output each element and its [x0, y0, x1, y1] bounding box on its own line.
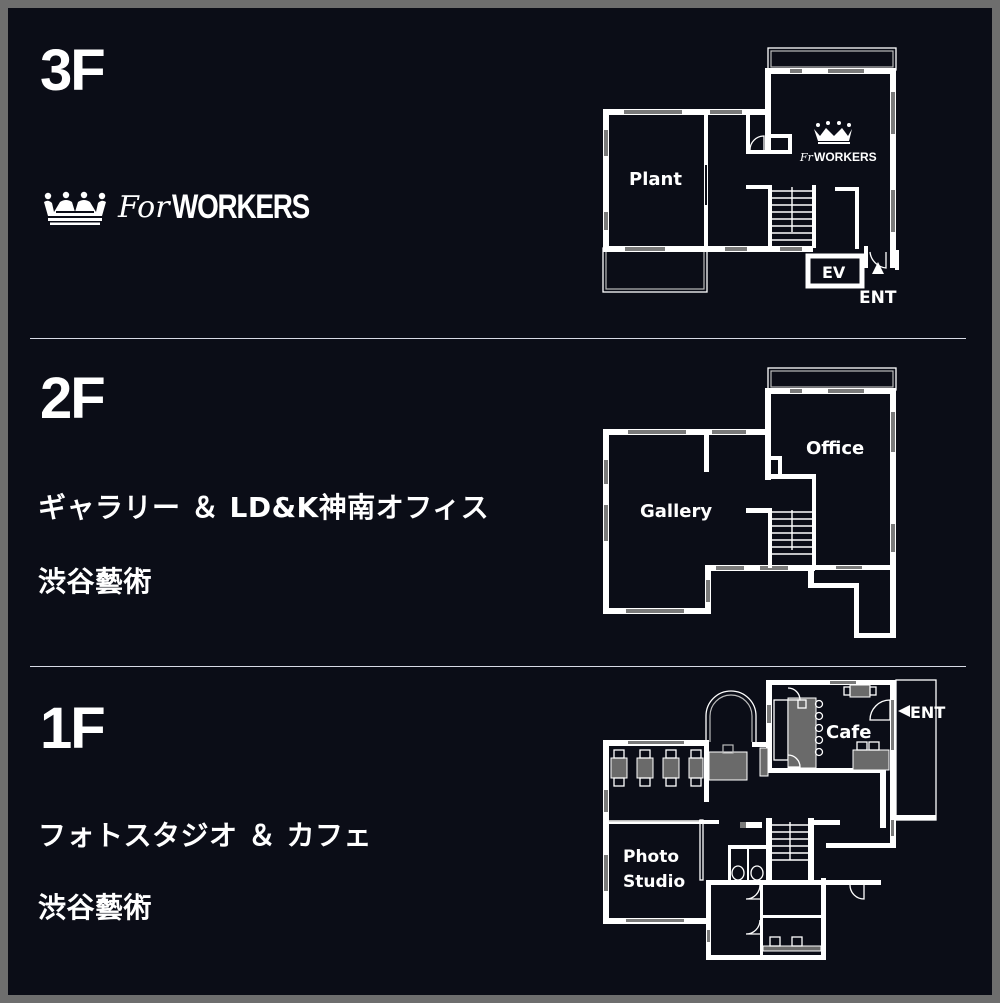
- plan-2f: Gallery Office: [603, 367, 897, 638]
- floor-label-2f: 2F: [40, 366, 106, 431]
- plan-1f-ent-label: ENT: [910, 703, 945, 722]
- logo-script-for: For: [118, 190, 170, 225]
- plan-2f-room-office: Office: [806, 438, 864, 459]
- plan-1f-room-photo: Photo: [623, 847, 679, 867]
- plan-3f-ev-label: EV: [822, 263, 846, 282]
- forworkers-logo: For WORKERS: [42, 188, 339, 227]
- entrance-arrow-icon: [872, 262, 884, 274]
- floor-guide-panel: [8, 8, 992, 995]
- floor-1f-operator: 渋谷藝術: [38, 891, 153, 924]
- floor-label-1f: 1F: [40, 696, 106, 761]
- plan-3f-logo-script: Fr: [799, 151, 814, 164]
- plan-3f: EV ENT Plant Fr WORKERS: [602, 47, 899, 308]
- entrance-arrow-icon: [898, 705, 910, 717]
- plan-3f-crown-icon: [814, 121, 852, 144]
- floor-2f-description: ギャラリー ＆ LD&K神南オフィス: [38, 491, 490, 524]
- floor-label-3f: 3F: [40, 38, 106, 103]
- plan-1f-room-studio: Studio: [623, 872, 685, 892]
- divider-3f-2f: [30, 338, 966, 339]
- floor-2f-operator: 渋谷藝術: [38, 565, 153, 598]
- logo-wordmark: WORKERS: [171, 188, 310, 226]
- table-set-icons: [610, 749, 704, 787]
- plan-1f: Cafe ENT Photo Studio: [603, 679, 945, 960]
- plan-1f-room-cafe: Cafe: [826, 722, 871, 743]
- divider-2f-1f: [30, 666, 966, 667]
- crown-icon: [44, 191, 106, 225]
- plan-3f-ent-label: ENT: [859, 288, 897, 308]
- plan-3f-room-plant: Plant: [629, 169, 682, 190]
- plan-3f-logo-wordmark: WORKERS: [814, 150, 877, 164]
- plan-2f-room-gallery: Gallery: [640, 501, 712, 522]
- floor-1f-description: フォトスタジオ ＆ カフェ: [38, 819, 372, 852]
